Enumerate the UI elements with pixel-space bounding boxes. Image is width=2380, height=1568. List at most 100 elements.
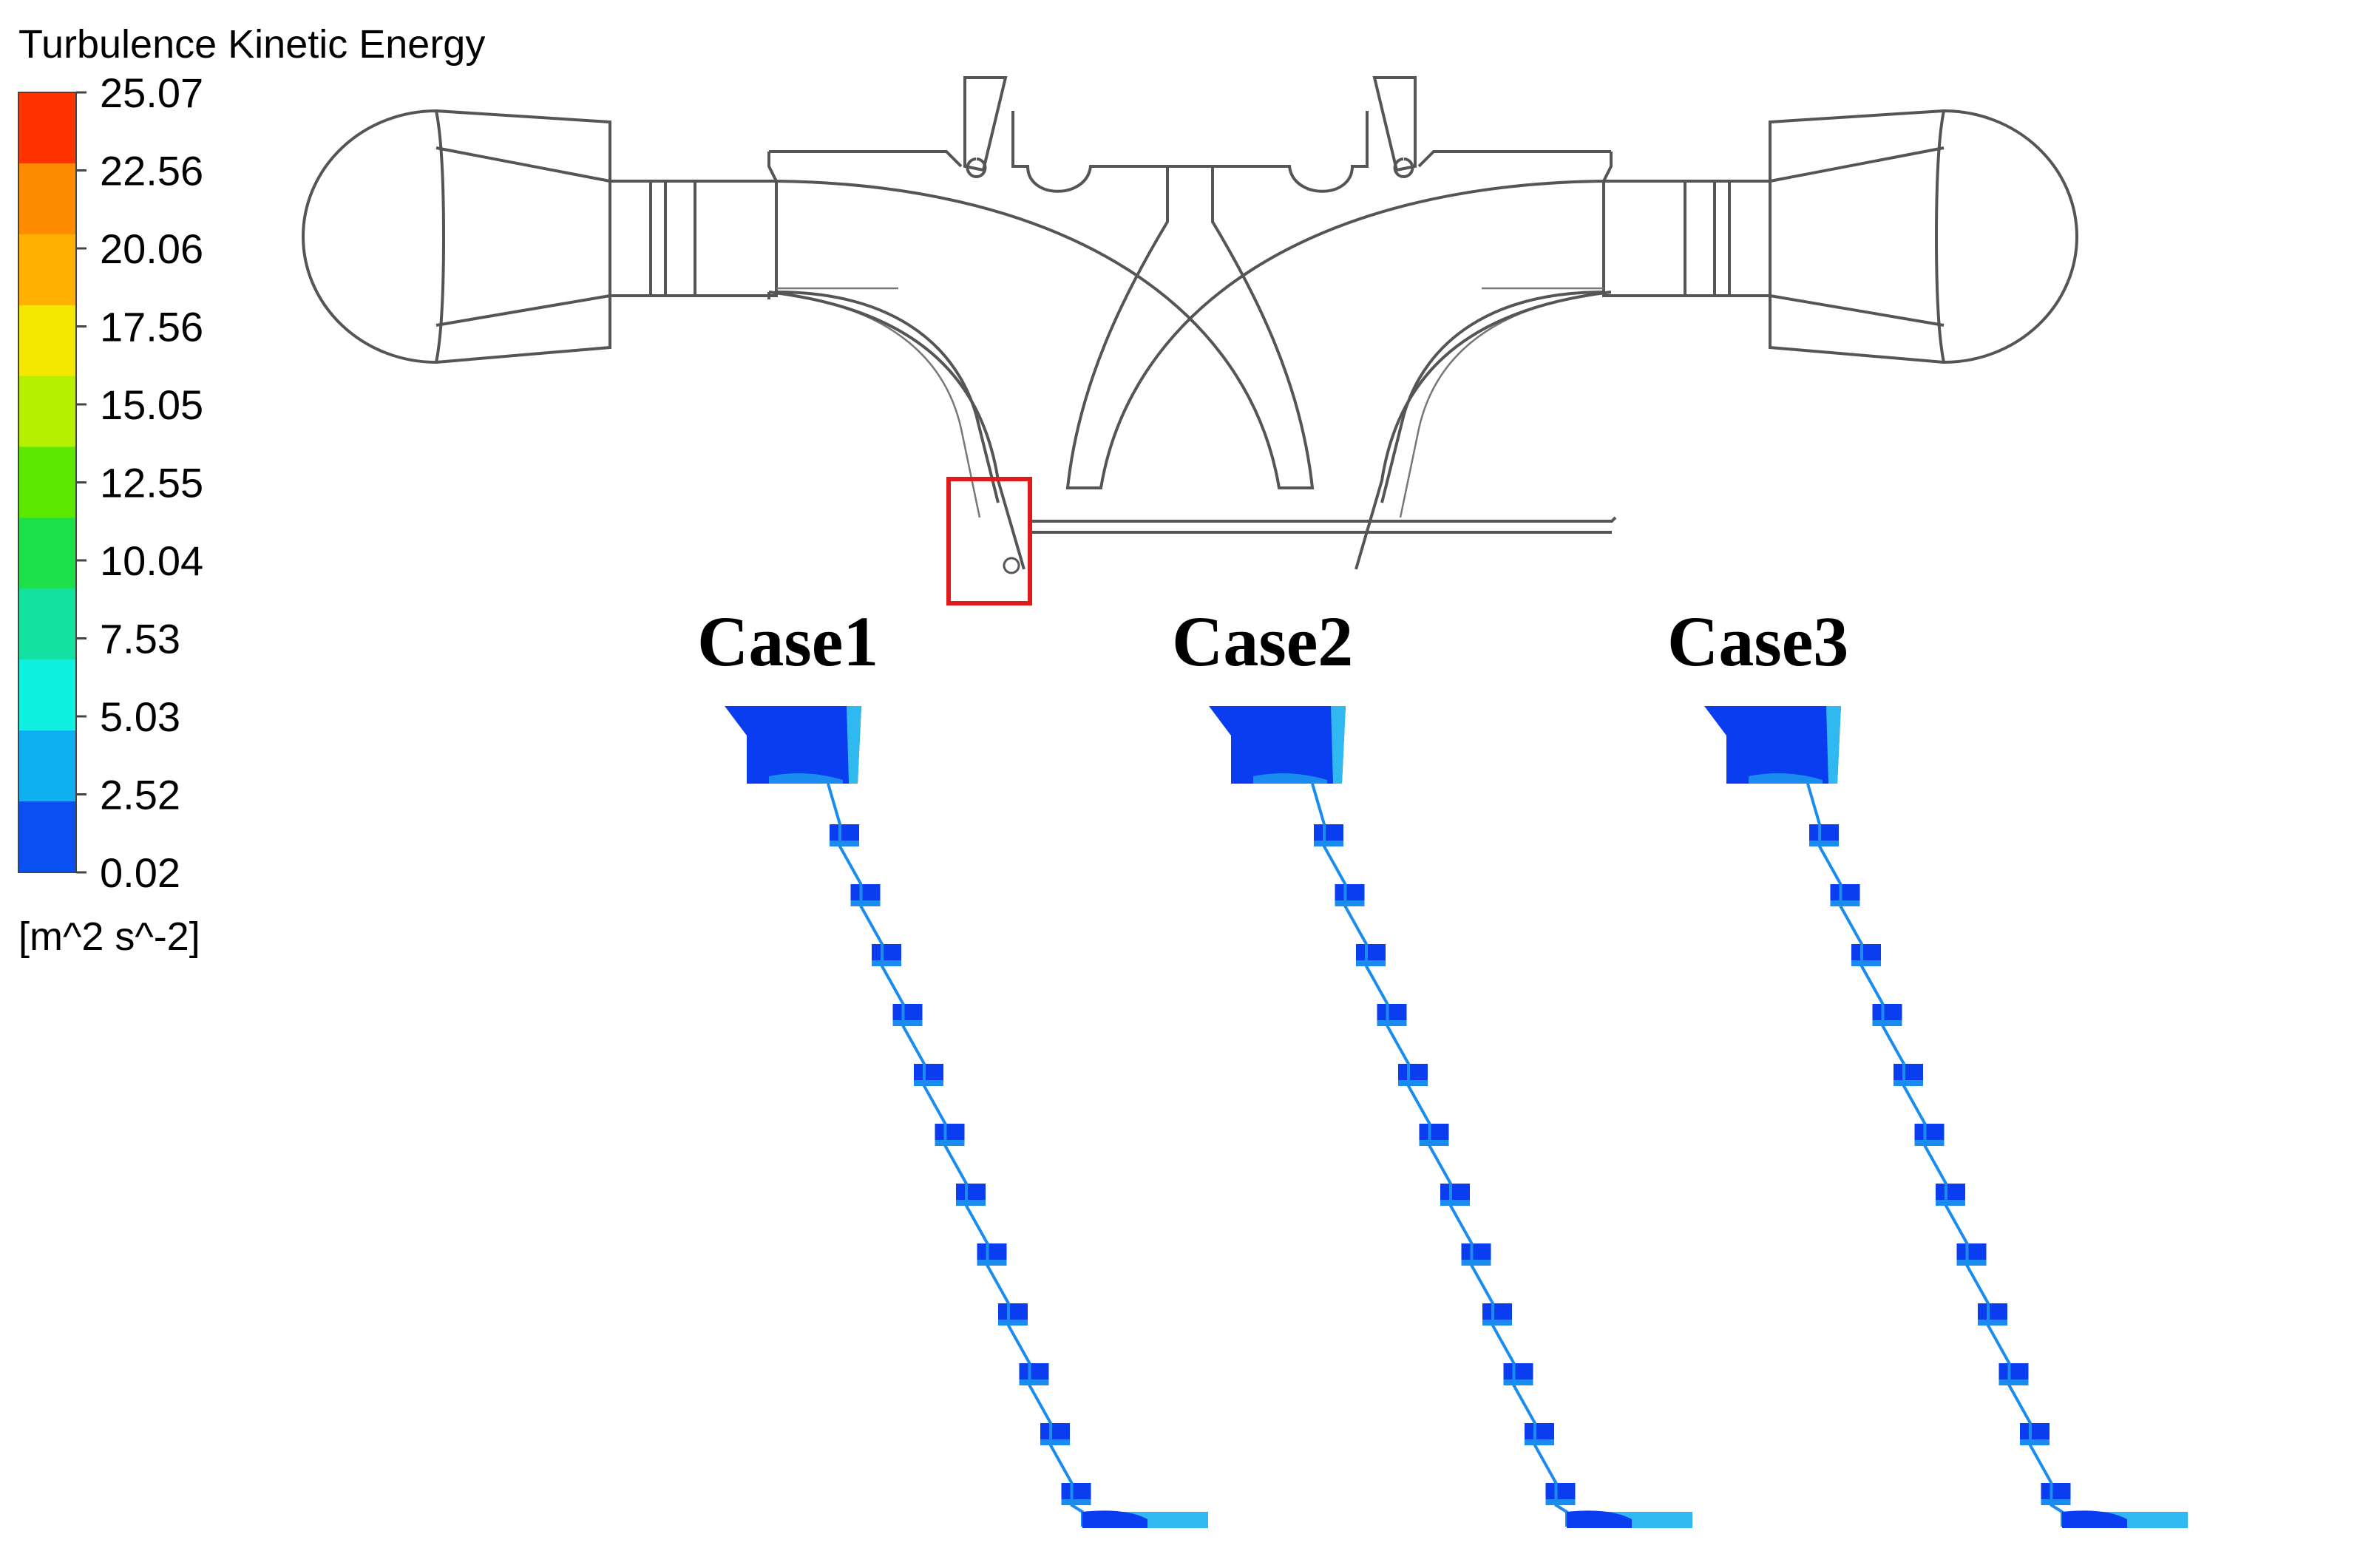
seal-tooth-shear	[1440, 1200, 1470, 1206]
seal-tooth-shear	[1809, 841, 1839, 846]
right-inlet-cone	[1602, 109, 1945, 364]
legend-tick-label: 17.56	[100, 304, 203, 350]
legend-tick-label: 5.03	[100, 693, 180, 740]
seal-tooth-shear	[830, 841, 859, 846]
seal-tooth-shear	[1830, 900, 1860, 906]
seal-tooth-shear	[1482, 1320, 1512, 1326]
seal-tooth-shear	[1335, 900, 1365, 906]
seal-tooth-shear	[1461, 1260, 1491, 1266]
seal-tooth-shear	[1419, 1140, 1449, 1146]
seal-clearance-path	[1311, 783, 1568, 1527]
right-lower-channel	[1355, 291, 1612, 570]
legend-tick-label: 22.56	[100, 148, 203, 194]
seal-tooth-shear	[1061, 1499, 1091, 1505]
highlight-box	[946, 477, 1032, 605]
seal-tooth-shear	[1398, 1080, 1428, 1086]
left-inlet-cone	[435, 109, 778, 364]
seal-outlet-vortex	[2062, 1510, 2127, 1528]
machine-cross-section	[302, 76, 2078, 605]
legend-tick-label: 15.05	[100, 381, 203, 428]
legend-color-band	[18, 92, 76, 164]
case1-label: Case1	[697, 602, 878, 681]
case1-seal-contour	[725, 706, 1208, 1528]
legend-color-band	[18, 447, 76, 518]
seal-tooth-shear	[1377, 1020, 1407, 1026]
seal-tooth-shear	[1545, 1499, 1576, 1505]
legend-color-band	[18, 659, 76, 731]
legend-color-bar	[18, 92, 77, 873]
seal-tooth-shear	[2041, 1499, 2071, 1505]
legend-color-band	[18, 376, 76, 448]
right-top-fin	[1372, 76, 1417, 178]
seal-inlet-shear-layer	[769, 773, 843, 784]
case2-label: Case2	[1172, 602, 1353, 681]
seal-tooth-shear	[1314, 841, 1343, 846]
legend-tick-label: 12.55	[100, 460, 203, 506]
seal-tooth-shear	[1872, 1020, 1902, 1026]
seal-tooth-shear	[2020, 1439, 2050, 1445]
seal-tooth-shear	[872, 960, 901, 966]
legend-tick-label: 25.07	[100, 69, 203, 116]
legend-color-band	[18, 305, 76, 377]
center-shaft	[1028, 516, 1617, 534]
seal-inlet-cavity	[1704, 706, 1841, 784]
right-volute-channel	[1399, 287, 1604, 518]
seal-inlet-cavity	[725, 706, 861, 784]
legend-title: Turbulence Kinetic Energy	[18, 22, 485, 67]
legend-tick-label: 2.52	[100, 772, 180, 818]
right-inlet-bulb	[1934, 109, 2078, 364]
seal-tooth-shear	[1356, 960, 1386, 966]
seal-tooth-shear	[935, 1140, 965, 1146]
seal-clearance-path	[1806, 783, 2064, 1527]
legend-color-band	[18, 234, 76, 306]
seal-tooth-shear	[850, 900, 881, 906]
seal-inlet-edge	[1331, 706, 1346, 784]
seal-tooth-shear	[1978, 1320, 2007, 1326]
seal-tooth-shear	[892, 1020, 923, 1026]
seal-tooth-shear	[1956, 1260, 1987, 1266]
seal-tooth-shear	[956, 1200, 986, 1206]
seal-tooth-shear	[1851, 960, 1881, 966]
left-lower-channel	[767, 291, 1025, 570]
seal-tooth-shear	[1936, 1200, 1965, 1206]
legend-color-band	[18, 163, 76, 235]
seal-tooth-shear	[1503, 1379, 1533, 1385]
left-volute	[767, 111, 1315, 503]
seal-tooth-shear	[1894, 1080, 1923, 1086]
case3-seal-contour	[1704, 706, 2188, 1528]
seal-tooth-shear	[914, 1080, 943, 1086]
left-inlet-bulb	[302, 109, 446, 364]
color-legend: Turbulence Kinetic Energy 25.07 22.56 20.0…	[18, 22, 485, 959]
seal-tooth-shear	[998, 1320, 1028, 1326]
seal-inlet-edge	[1826, 706, 1841, 784]
legend-tick-label: 20.06	[100, 225, 203, 272]
seal-tooth-shear	[1525, 1439, 1554, 1445]
legend-color-band	[18, 588, 76, 660]
seal-tooth-shear	[977, 1260, 1007, 1266]
seal-inlet-edge	[847, 706, 861, 784]
legend-tick-labels: 25.07 22.56 20.06 17.56 15.05 12.55 10.04 7.53 5…	[76, 69, 203, 896]
legend-color-band	[18, 730, 76, 802]
case3-label: Case3	[1667, 602, 1848, 681]
seal-tooth-shear	[1914, 1140, 1945, 1146]
right-volute	[1065, 111, 1613, 503]
case2-seal-contour	[1209, 706, 1692, 1528]
seal-clearance-path	[827, 783, 1084, 1527]
legend-tick-label: 7.53	[100, 616, 180, 662]
left-top-fin	[963, 76, 1008, 178]
legend-tick-label: 0.02	[100, 849, 180, 896]
seal-inlet-shear-layer	[1253, 773, 1327, 784]
seal-inlet-cavity	[1209, 706, 1346, 784]
highlight-seal-point	[1003, 557, 1020, 574]
legend-tick-label: 10.04	[100, 537, 203, 584]
legend-color-band	[18, 801, 76, 873]
seal-tooth-shear	[1998, 1379, 2029, 1385]
seal-tooth-shear	[1019, 1379, 1049, 1385]
legend-color-band	[18, 517, 76, 589]
seal-outlet-vortex	[1082, 1510, 1147, 1528]
legend-unit: [m^2 s^-2]	[18, 914, 200, 959]
seal-tooth-shear	[1040, 1439, 1070, 1445]
seal-outlet-vortex	[1567, 1510, 1632, 1528]
seal-inlet-shear-layer	[1749, 773, 1823, 784]
